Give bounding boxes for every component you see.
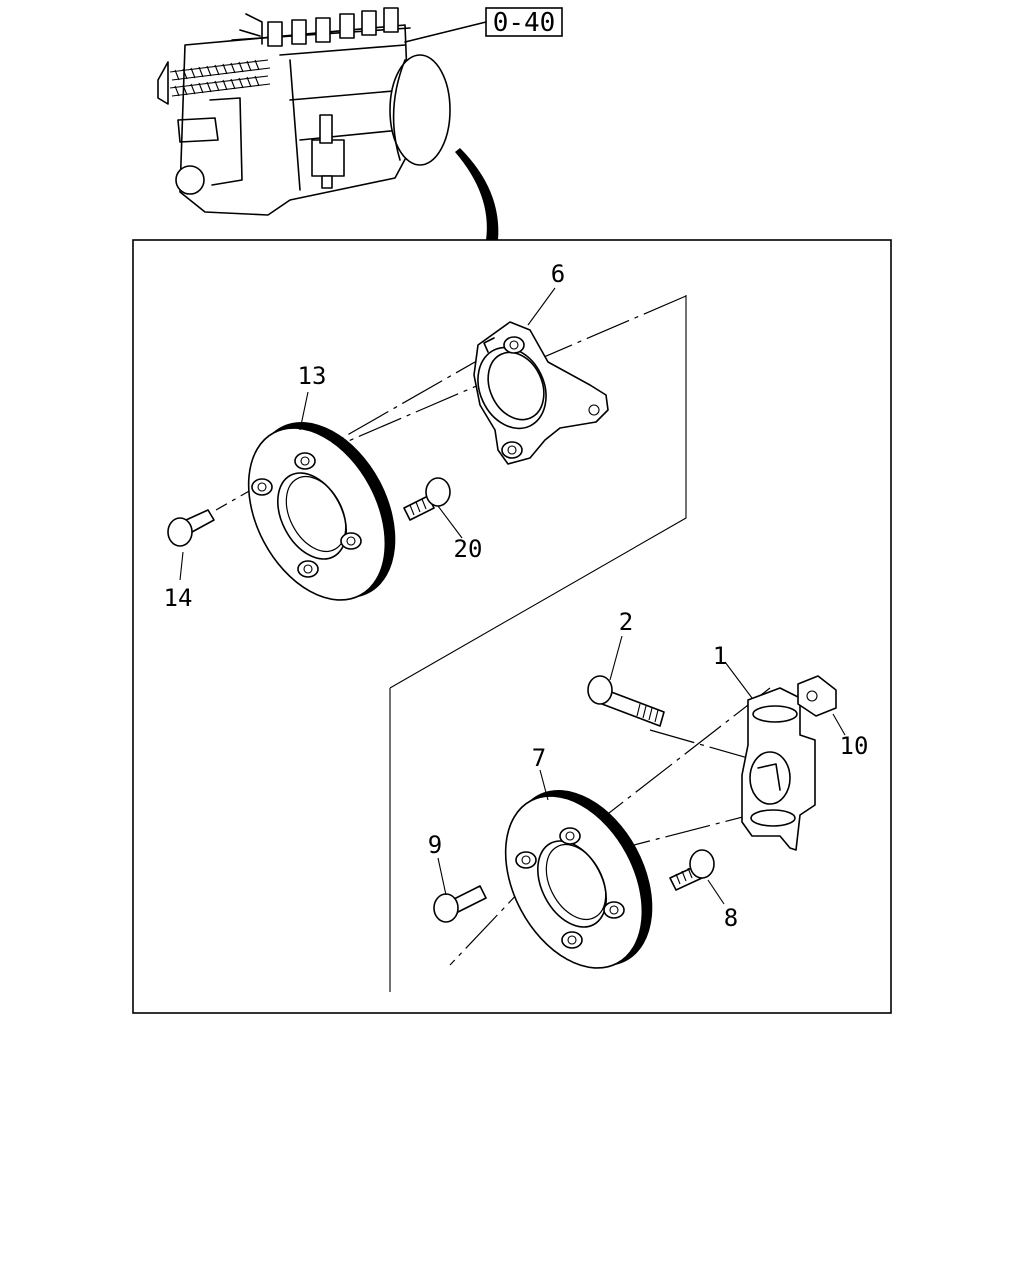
callouts: 6 13 14 20 2 1 10 7 9 8 xyxy=(164,260,869,932)
callout-9: 9 xyxy=(428,831,442,859)
reference-tag: 0-40 xyxy=(404,7,563,43)
callout-1: 1 xyxy=(713,642,727,670)
delivery-valves xyxy=(239,7,399,47)
part-2-bolt xyxy=(587,675,665,727)
callout-13: 13 xyxy=(298,362,327,390)
part-14-bolt xyxy=(167,509,215,547)
part-10-key xyxy=(797,675,837,717)
leader-lines xyxy=(179,287,846,905)
reference-text: 0-40 xyxy=(493,8,556,38)
callout-2: 2 xyxy=(619,608,633,636)
callout-7: 7 xyxy=(532,744,546,772)
part-1-hub xyxy=(741,687,816,851)
detail-arrow xyxy=(455,148,499,240)
callout-14: 14 xyxy=(164,584,193,612)
upper-plane xyxy=(389,295,687,689)
part-13-flex-plate xyxy=(247,422,396,601)
governor-springs xyxy=(157,59,271,105)
callout-8: 8 xyxy=(724,904,738,932)
callout-20: 20 xyxy=(454,535,483,563)
part-7-flex-plate xyxy=(504,790,653,969)
part-6-coupling-flange xyxy=(473,321,609,465)
part-20-bolt xyxy=(403,477,451,521)
part-8-bolt xyxy=(669,849,715,891)
detail-frame xyxy=(132,239,892,1014)
injection-pump-overview xyxy=(157,7,451,216)
callout-10: 10 xyxy=(840,732,869,760)
part-9-bolt xyxy=(433,885,487,923)
callout-6: 6 xyxy=(551,260,565,288)
